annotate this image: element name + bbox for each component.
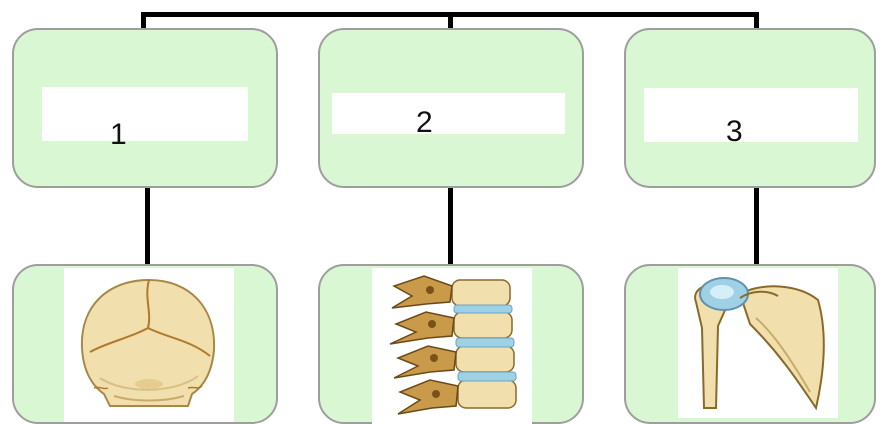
- vertebral-column-icon: [372, 268, 532, 424]
- box-number-1: 1: [110, 120, 127, 150]
- answer-field-3[interactable]: [644, 88, 858, 142]
- answer-field-2[interactable]: [332, 93, 565, 134]
- image-box-3: [624, 264, 876, 424]
- skull-icon: [64, 268, 234, 422]
- category-box-3: 3: [624, 28, 876, 188]
- image-box-1: [12, 264, 278, 424]
- box-number-3: 3: [726, 117, 743, 147]
- answer-field-1[interactable]: [42, 87, 248, 141]
- box-number-2: 2: [416, 108, 433, 138]
- category-box-2: 2: [318, 28, 584, 188]
- connector-vertical-1: [145, 186, 150, 266]
- connector-vertical-2: [448, 186, 453, 266]
- skull-image: [64, 268, 234, 422]
- category-box-1: 1: [12, 28, 278, 188]
- shoulder-joint-icon: [678, 268, 838, 418]
- image-box-2: [318, 264, 584, 424]
- shoulder-joint-image: [678, 268, 838, 418]
- connector-vertical-3: [754, 186, 759, 266]
- vertebral-column-image: [372, 268, 532, 424]
